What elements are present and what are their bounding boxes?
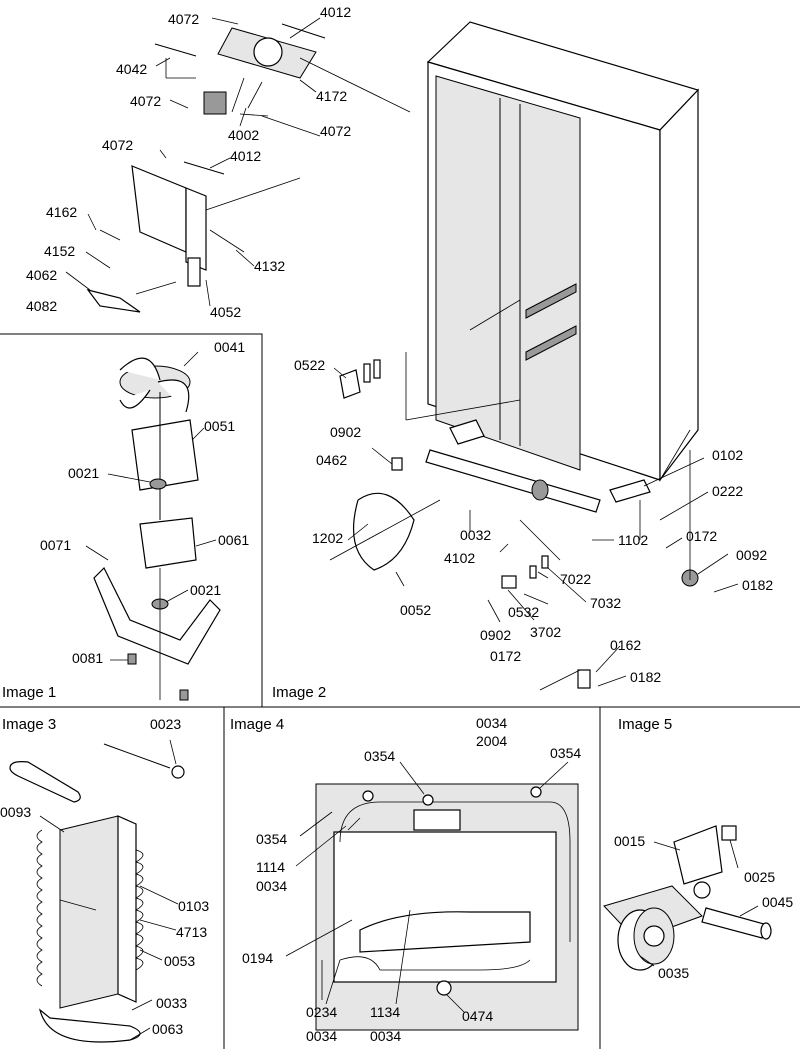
caption-image-2: Image 2 <box>272 684 326 701</box>
part-label: 0902 <box>480 627 511 643</box>
part-label: 4082 <box>26 298 57 314</box>
roller-assembly-drawing <box>603 825 772 971</box>
part-label: 4012 <box>230 148 261 164</box>
caption-image-5: Image 5 <box>618 716 672 733</box>
part-label: 0061 <box>218 532 249 548</box>
refrigerator-cabinet-drawing <box>329 21 700 691</box>
part-label: 4072 <box>102 137 133 153</box>
part-label: 0234 <box>306 1004 337 1020</box>
part-label: 0902 <box>330 424 361 440</box>
panel-borders <box>0 333 800 1049</box>
part-label: 7032 <box>590 595 621 611</box>
part-label: 4172 <box>316 88 347 104</box>
part-label: 0162 <box>610 637 641 653</box>
part-label: 4102 <box>444 550 475 566</box>
part-label: 4042 <box>116 61 147 77</box>
part-label: 0071 <box>40 537 71 553</box>
part-label: 7022 <box>560 571 591 587</box>
part-label: 4072 <box>130 93 161 109</box>
part-label: 0034 <box>306 1028 337 1044</box>
part-label: 4152 <box>44 243 75 259</box>
part-label: 0051 <box>204 418 235 434</box>
part-label: 0354 <box>364 748 395 764</box>
part-label: 0041 <box>214 339 245 355</box>
part-label: 0052 <box>400 602 431 618</box>
part-label: 4062 <box>26 267 57 283</box>
part-label: 3702 <box>530 624 561 640</box>
part-label: 0021 <box>190 582 221 598</box>
part-label: 0194 <box>242 950 273 966</box>
part-label: 1102 <box>618 532 648 548</box>
rear-panel-drawing <box>315 783 579 1031</box>
part-label: 1202 <box>312 530 343 546</box>
part-label: 4132 <box>254 258 285 274</box>
part-label: 0034 <box>256 878 287 894</box>
part-label: 0102 <box>712 447 743 463</box>
part-label: 0053 <box>164 953 195 969</box>
part-label: 0222 <box>712 483 743 499</box>
part-label: 0063 <box>152 1021 183 1037</box>
part-label: 4072 <box>320 123 351 139</box>
part-number-labels: 4072 4012 4042 4172 4072 4002 4072 4072 … <box>0 4 793 1044</box>
part-label: 0532 <box>508 604 539 620</box>
fan-bracket-assembly-drawing <box>86 23 411 313</box>
part-label: 0462 <box>316 452 347 468</box>
part-label: 0354 <box>550 745 581 761</box>
part-label: 0081 <box>72 650 103 666</box>
part-label: 0015 <box>614 833 645 849</box>
part-label: 0172 <box>490 648 521 664</box>
part-label: 2004 <box>476 733 507 749</box>
part-label: 0023 <box>150 716 181 732</box>
caption-image-3: Image 3 <box>2 716 56 733</box>
part-label: 0034 <box>370 1028 401 1044</box>
part-label: 0172 <box>686 528 717 544</box>
part-label: 1114 <box>256 859 285 875</box>
image-captions: Image 1 Image 2 Image 3 Image 4 Image 5 <box>2 684 672 733</box>
part-label: 0093 <box>0 804 31 820</box>
part-label: 0092 <box>736 547 767 563</box>
part-label: 0025 <box>744 869 775 885</box>
leader-lines <box>39 17 759 1041</box>
part-label: 4162 <box>46 204 77 220</box>
part-label: 4072 <box>168 11 199 27</box>
fan-motor-assembly-drawing <box>93 357 221 701</box>
part-label: 0474 <box>462 1008 493 1024</box>
part-label: 0103 <box>178 898 209 914</box>
part-label: 0182 <box>742 577 773 593</box>
part-label: 0045 <box>762 894 793 910</box>
part-label: 0522 <box>294 357 325 373</box>
part-label: 0021 <box>68 465 99 481</box>
part-label: 0182 <box>630 669 661 685</box>
part-label: 0354 <box>256 831 287 847</box>
evaporator-coil-drawing <box>9 743 185 1043</box>
part-label: 0035 <box>658 965 689 981</box>
part-label: 4012 <box>320 4 351 20</box>
part-label: 0033 <box>156 995 187 1011</box>
caption-image-1: Image 1 <box>2 684 56 701</box>
part-label: 0034 <box>476 715 507 731</box>
part-label: 1134 <box>370 1004 400 1020</box>
part-label: 4002 <box>228 127 259 143</box>
part-label: 4052 <box>210 304 241 320</box>
part-label: 4713 <box>176 924 207 940</box>
caption-image-4: Image 4 <box>230 716 284 733</box>
part-label: 0032 <box>460 527 491 543</box>
